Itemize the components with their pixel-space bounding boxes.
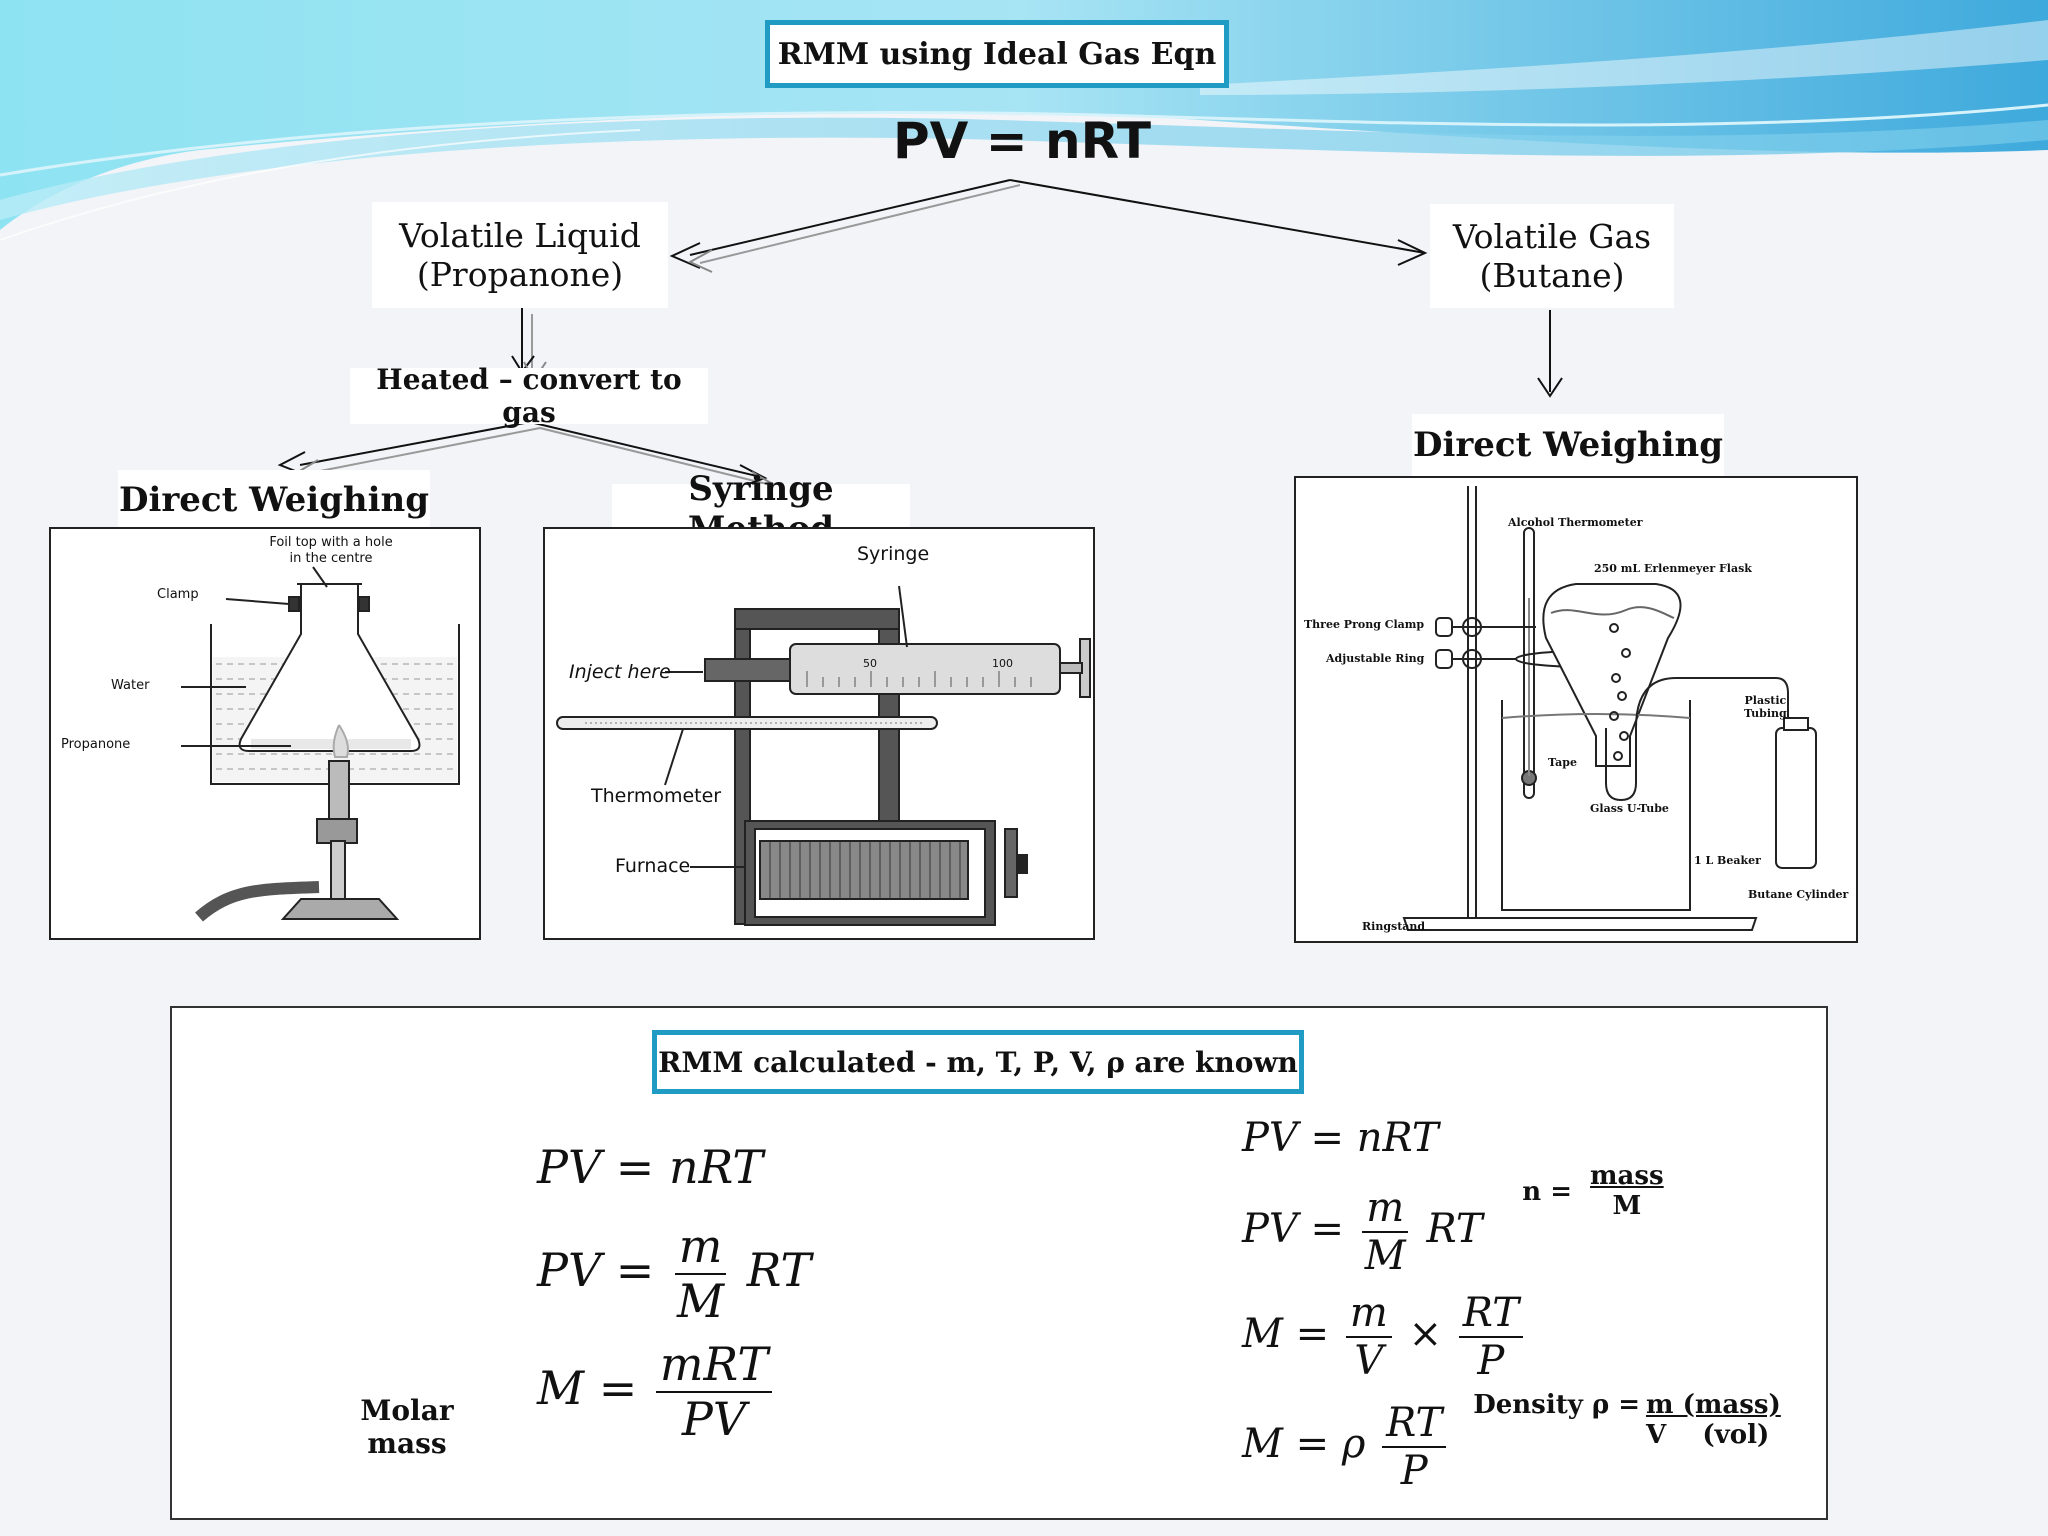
clamp-label: Clamp (157, 587, 199, 602)
volatile-gas-line2: (Butane) (1479, 256, 1625, 295)
left-eq2-fraction: m M (673, 1220, 728, 1328)
right-eq3-num1: m (1345, 1290, 1392, 1338)
right-eq3-den2: P (1477, 1338, 1505, 1384)
page-title: RMM using Ideal Gas Eqn (765, 20, 1229, 88)
molar-mass-note: Molar mass (343, 1380, 471, 1474)
right-eq2-num: m (1362, 1185, 1409, 1233)
erlenmeyer-flask-label: 250 mL Erlenmeyer Flask (1594, 562, 1752, 575)
syringe-apparatus-drawing (556, 585, 1091, 926)
butane-cylinder-label: Butane Cylinder (1748, 888, 1849, 901)
header-wave-decoration (0, 0, 2048, 240)
inject-here-label: Inject here (569, 661, 671, 683)
volatile-liquid-line1: Volatile Liquid (399, 216, 641, 255)
density-fraction: m (mass) V (vol) (1646, 1390, 1781, 1450)
beaker-label: 1 L Beaker (1694, 854, 1761, 867)
left-eq3-lhs: M = (537, 1360, 638, 1415)
right-eq4-fraction: RT P (1382, 1400, 1447, 1494)
right-eq2-fraction: m M (1361, 1185, 1410, 1279)
n-equals-mass-over-M-note: n = mass M (1500, 1142, 1694, 1242)
rmm-calculated-title: RMM calculated - m, T, P, V, ρ are known (652, 1030, 1304, 1094)
rmm-calculated-text: RMM calculated - m, T, P, V, ρ are known (658, 1045, 1298, 1079)
direct-weighing-left-title: Direct Weighing (118, 470, 430, 530)
left-eq2-den: M (676, 1273, 725, 1328)
right-eq2-lhs: PV = (1242, 1206, 1345, 1252)
plastic-tubing-label: Plastic Tubing (1744, 694, 1787, 720)
density-den: V (vol) (1646, 1420, 1770, 1450)
right-eq3-den1: V (1354, 1338, 1384, 1384)
volatile-liquid-line2: (Propanone) (416, 255, 624, 294)
density-label: Density ρ = (1473, 1390, 1640, 1420)
right-eq-m-over-v-times-rt-over-p: M = m V × RT P (1242, 1290, 1527, 1384)
butane-apparatus-drawing (1402, 486, 1817, 931)
page-title-text: RMM using Ideal Gas Eqn (777, 36, 1217, 72)
right-eq3-fraction2: RT P (1458, 1290, 1523, 1384)
flask-apparatus-drawing (181, 566, 460, 922)
right-eq-m-rho-rt-over-p: M = ρ RT P (1242, 1400, 1450, 1494)
right-eq2-den: M (1364, 1233, 1406, 1279)
molar-line: Molar (360, 1394, 454, 1427)
right-eq4-lhs: M = ρ (1242, 1421, 1366, 1467)
left-eq2-lhs: PV = (537, 1242, 655, 1297)
right-eq3-fraction1: m V (1345, 1290, 1392, 1384)
volatile-gas-label: Volatile Gas (Butane) (1430, 204, 1674, 308)
left-eq-pv-nrt: PV = nRT (537, 1140, 764, 1194)
tick-100-label: 100 (992, 657, 1013, 670)
furnace-label: Furnace (615, 855, 691, 877)
alcohol-thermometer-label: Alcohol Thermometer (1508, 516, 1643, 529)
right-eq4-den: P (1400, 1448, 1428, 1494)
left-eq2-num: m (674, 1220, 727, 1275)
right-eq4-num: RT (1382, 1400, 1447, 1448)
n-fraction: mass M (1586, 1161, 1668, 1222)
tubing-line: Tubing (1744, 707, 1787, 720)
heated-label: Heated – convert to gas (350, 363, 708, 429)
volatile-liquid-label: Volatile Liquid (Propanone) (372, 202, 668, 308)
right-eq3-num2: RT (1458, 1290, 1523, 1338)
left-eq3-den: PV (681, 1391, 747, 1446)
tick-50-label: 50 (863, 657, 877, 670)
foil-top-line1: Foil top with a hole (269, 535, 393, 550)
right-eq3-lhs: M = (1242, 1311, 1330, 1357)
left-eq2-rhs: RT (746, 1242, 812, 1297)
right-eq2-rhs: RT (1426, 1206, 1483, 1252)
adjustable-ring-label: Adjustable Ring (1326, 652, 1425, 665)
foil-top-label: Foil top with a hole in the centre (231, 535, 431, 567)
direct-weighing-right-title: Direct Weighing (1412, 414, 1724, 476)
foil-top-line2: in the centre (289, 551, 373, 566)
ringstand-label: Ringstand (1362, 920, 1426, 933)
density-num: m (mass) (1646, 1390, 1781, 1420)
mass-line: mass (367, 1427, 447, 1460)
ideal-gas-equation: PV = nRT (893, 112, 1152, 170)
left-eq-m-mrt-over-pv: M = mRT PV (537, 1338, 776, 1446)
left-eq-pv-m-over-M: PV = m M RT (537, 1220, 811, 1328)
n-label: n = (1522, 1177, 1573, 1207)
tape-label: Tape (1548, 756, 1577, 769)
n-den: M (1612, 1191, 1642, 1221)
left-eq3-num: mRT (655, 1338, 773, 1393)
right-eq-pv-nrt: PV = nRT (1242, 1115, 1439, 1161)
three-prong-clamp-label: Three Prong Clamp (1304, 618, 1425, 631)
thermometer-label: Thermometer (591, 785, 722, 807)
right-eq-pv-m-over-M: PV = m M RT (1242, 1185, 1483, 1279)
propanone-label: Propanone (61, 737, 131, 752)
glass-utube-label: Glass U-Tube (1590, 802, 1669, 815)
n-num: mass (1590, 1161, 1664, 1192)
flask-water-bath-diagram: Foil top with a hole in the centre Clamp… (49, 527, 481, 940)
left-eq3-fraction: mRT PV (655, 1338, 773, 1446)
butane-weighing-diagram: Alcohol Thermometer 250 mL Erlenmeyer Fl… (1294, 476, 1858, 943)
syringe-method-diagram: Syringe Inject here Thermometer Furnace … (543, 527, 1095, 940)
right-eq3-times: × (1408, 1311, 1443, 1357)
plastic-line: Plastic (1744, 694, 1787, 707)
syringe-method-title: Syringe Method (612, 469, 910, 549)
water-label: Water (111, 678, 150, 693)
syringe-label: Syringe (857, 543, 930, 565)
density-note: Density ρ = m (mass) V (vol) (1468, 1378, 1786, 1470)
volatile-gas-line1: Volatile Gas (1452, 217, 1652, 256)
